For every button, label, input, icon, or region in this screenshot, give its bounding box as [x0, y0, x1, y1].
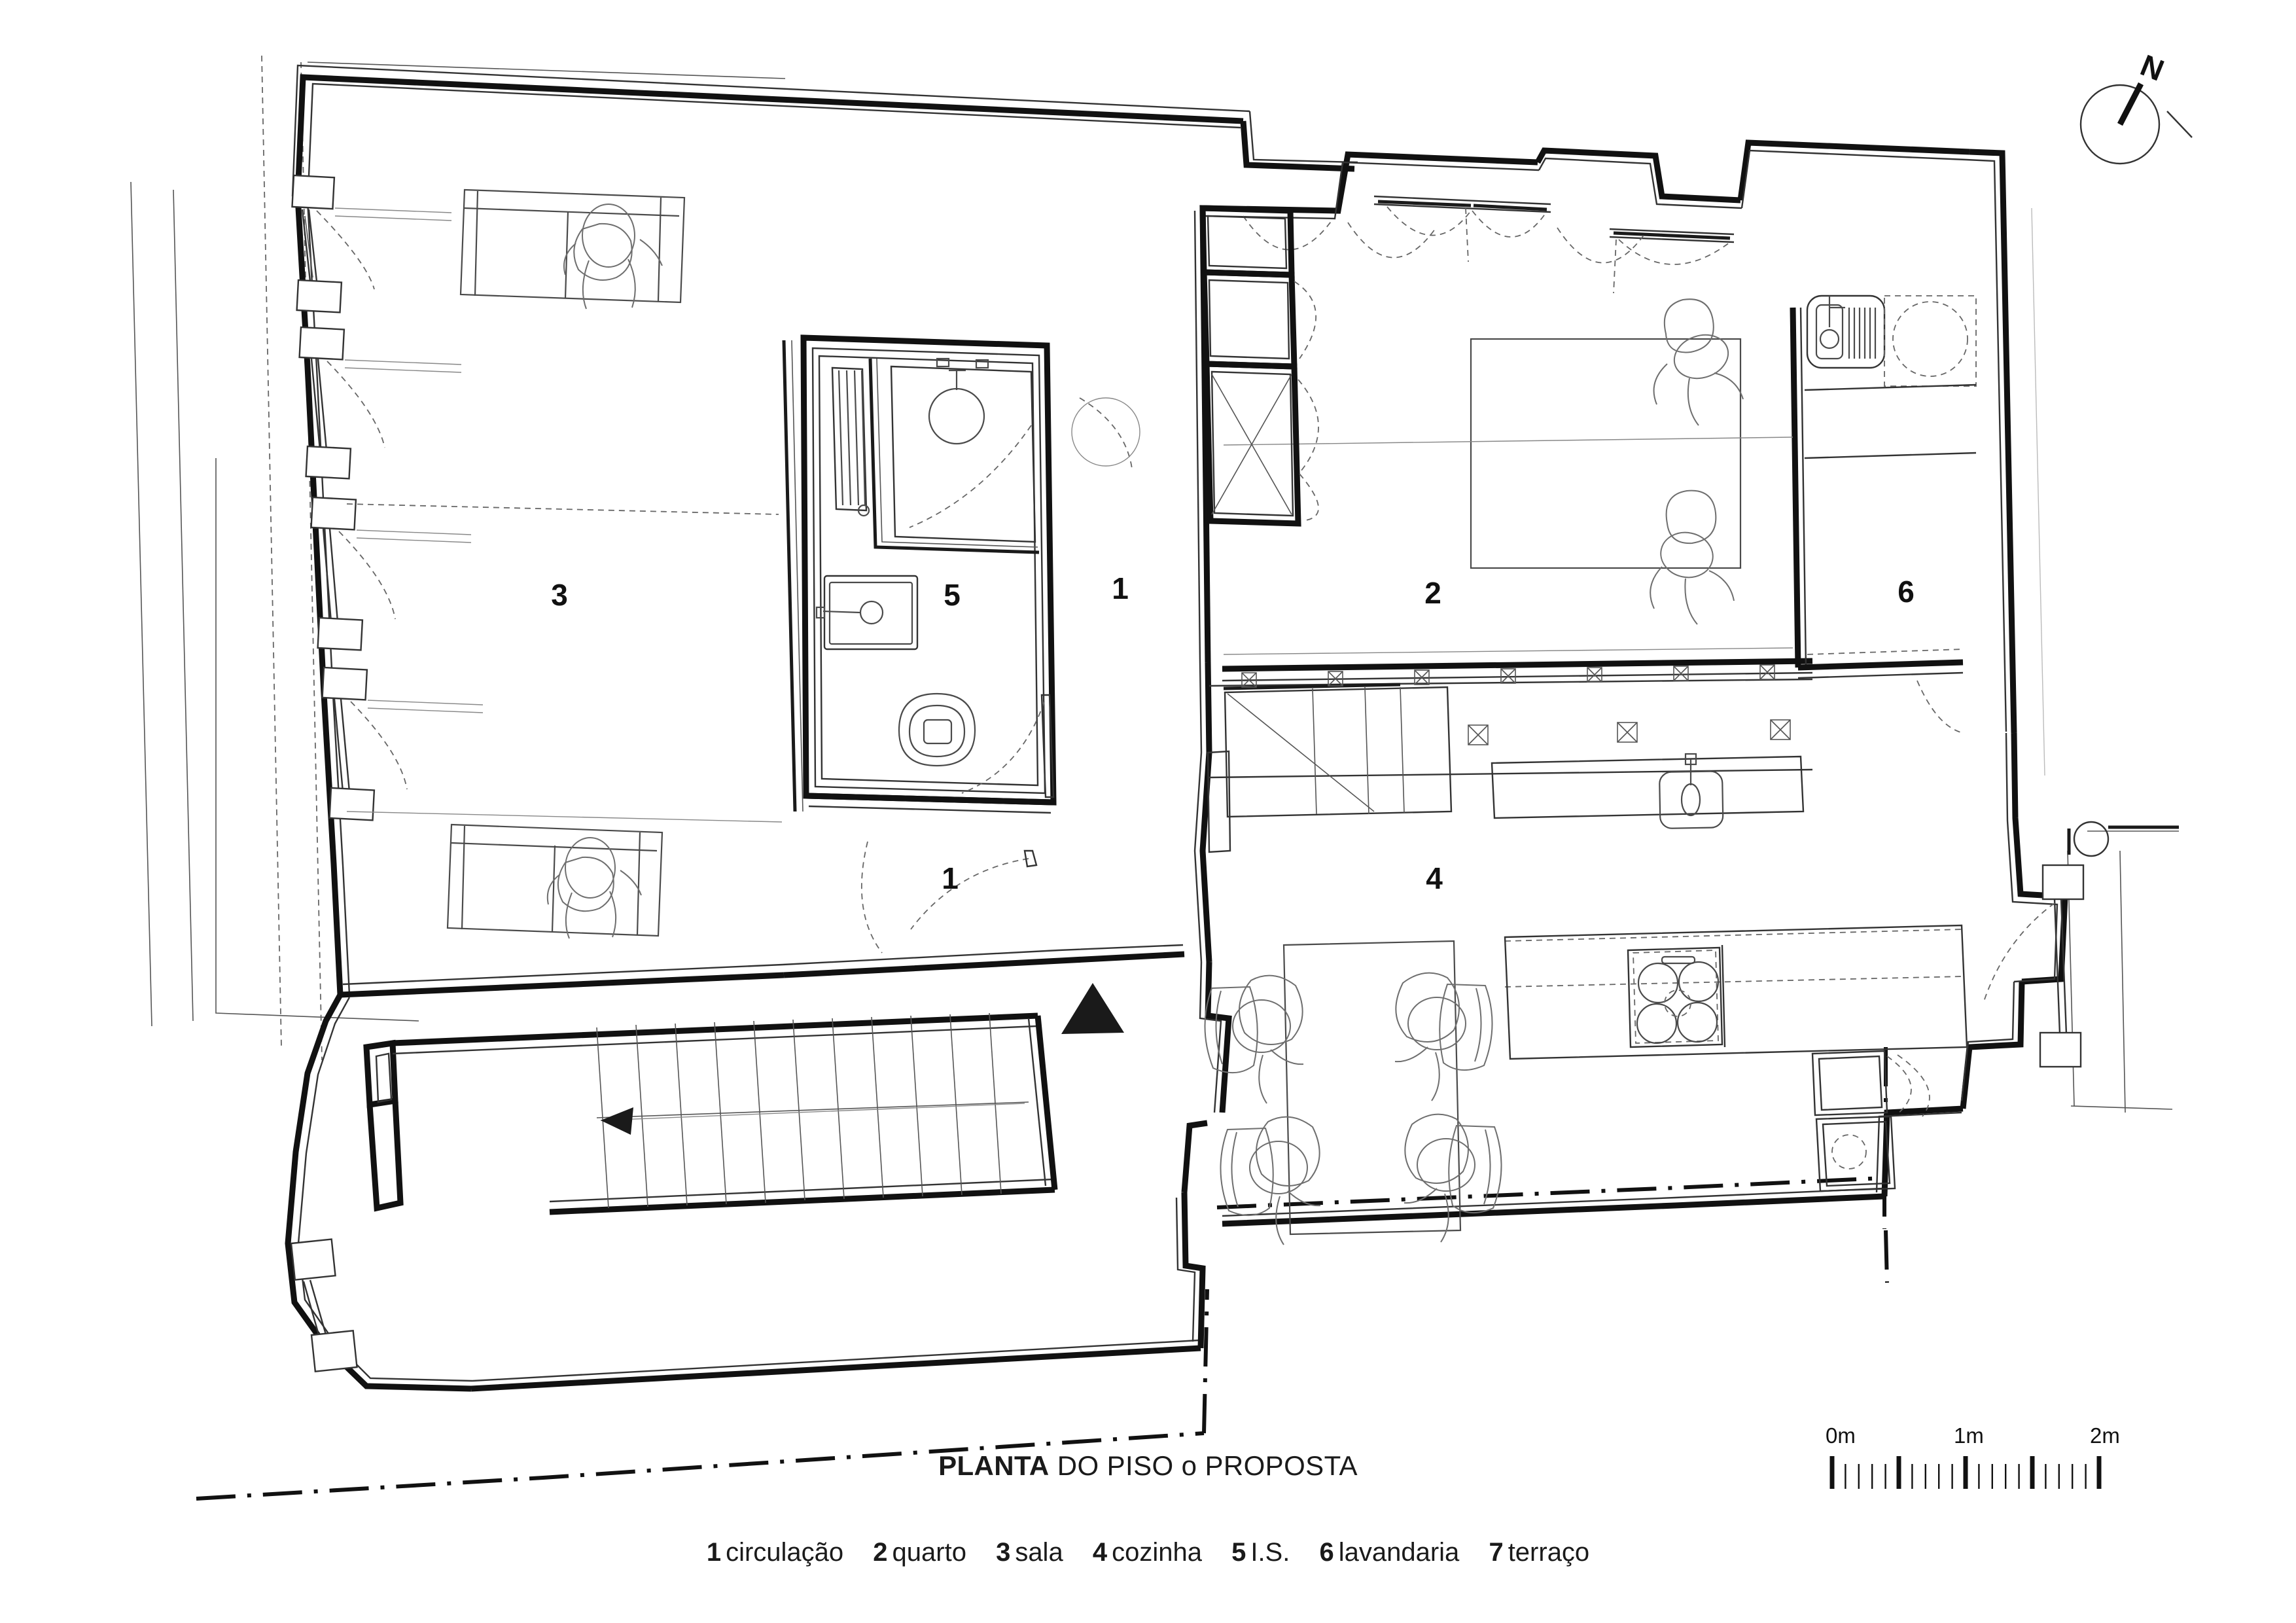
- legend-label-4: cozinha: [1112, 1538, 1202, 1567]
- dining-chair-figure-4: [1404, 1113, 1502, 1243]
- dining-chair-figure-2: [1220, 1116, 1321, 1245]
- window-reveal-4: [321, 666, 484, 821]
- counter-cabinet-x: [1468, 719, 1791, 745]
- window-reveal-1: [291, 174, 452, 313]
- room-number-labels: 3 5 1 2 6 1 4: [551, 571, 1915, 895]
- legend-label-5: I.S.: [1250, 1538, 1290, 1567]
- cooktop-counter: [1504, 924, 1968, 1060]
- room-number-2: 2: [1424, 576, 1441, 610]
- title-rest-part: DO PISO o PROPOSTA: [1049, 1450, 1358, 1481]
- sala-furniture: [346, 188, 783, 939]
- building-outer-walls: [285, 64, 2068, 1392]
- scale-label-1m: 1m: [1954, 1423, 1984, 1448]
- room-number-6: 6: [1898, 575, 1915, 609]
- legend-label-7: terraço: [1508, 1538, 1590, 1567]
- title-bold-part: PLANTA: [938, 1450, 1050, 1481]
- entrance-triangle-marker: [1061, 983, 1124, 1034]
- dining-chair-figure-3: [1394, 972, 1493, 1101]
- window-quarto-1: [1373, 195, 1551, 262]
- top-wall-windows: [1243, 195, 1735, 294]
- room-number-3: 3: [551, 578, 568, 612]
- kitchen-sink: [1491, 753, 1805, 829]
- figure-quarto-upper: [1653, 298, 1744, 426]
- stair-direction-arrow: [600, 1103, 1025, 1135]
- left-wall-windows: [290, 174, 484, 1373]
- legend-number-7: 7: [1489, 1538, 1504, 1567]
- legend-number-2: 2: [873, 1538, 888, 1567]
- quarto-furniture: [1199, 205, 1793, 655]
- window-quarto-2: [1609, 228, 1735, 294]
- legend-label-2: quarto: [892, 1538, 966, 1567]
- sofa-bottom: [446, 823, 663, 937]
- north-label: N: [2136, 48, 2168, 88]
- dining-table: [1282, 940, 1462, 1236]
- scale-label-0m: 0m: [1826, 1423, 1856, 1448]
- toilet: [898, 692, 976, 767]
- lavandaria-fixtures: [1804, 294, 1977, 734]
- scale-bar-ticks: [1829, 1456, 2102, 1489]
- scale-bar: 0m 1m 2m: [1826, 1423, 2166, 1495]
- room-number-4: 4: [1426, 861, 1443, 895]
- figure-sala-bottom: [546, 837, 642, 939]
- shower-tray: [890, 357, 1036, 543]
- dining-chair-figure-1: [1204, 974, 1304, 1104]
- legend-label-1: circulação: [726, 1538, 844, 1567]
- legend-number-3: 3: [996, 1538, 1011, 1567]
- legend-number-4: 4: [1092, 1538, 1108, 1567]
- north-arrow: N: [2079, 48, 2193, 165]
- property-boundary: [196, 1047, 1889, 1501]
- figure-quarto-lower: [1650, 490, 1735, 625]
- entrance-door-right: [1983, 821, 2179, 1068]
- window-reveal-2: [298, 326, 462, 480]
- quarto-closet: [1199, 205, 1319, 527]
- scale-label-2m: 2m: [2090, 1423, 2120, 1448]
- legend-number-1: 1: [706, 1538, 722, 1567]
- kitchen-low-cabinets: [1811, 1050, 1930, 1192]
- radiator: [831, 366, 870, 517]
- interior-partitions: [340, 207, 1964, 1215]
- room-number-5: 5: [944, 578, 961, 612]
- kitchen-counter-island: [1204, 664, 1968, 1245]
- door-swings: [860, 397, 2179, 1068]
- legend-number-6: 6: [1319, 1538, 1334, 1567]
- washbasin: [815, 575, 919, 651]
- figure-sala-top: [563, 204, 663, 310]
- terrace-window: [290, 1238, 358, 1373]
- room-number-1b: 1: [942, 861, 959, 895]
- drawing-title: PLANTA DO PISO o PROPOSTA: [0, 1450, 2296, 1482]
- laundry-sink: [1806, 294, 1886, 369]
- staircase: [596, 1012, 1029, 1209]
- legend-label-6: lavandaria: [1338, 1538, 1460, 1567]
- pantry-block: [1224, 686, 1453, 818]
- room-number-1a: 1: [1112, 571, 1129, 605]
- legend-number-5: 5: [1231, 1538, 1246, 1567]
- washing-machine: [1884, 295, 1977, 387]
- window-reveal-3: [310, 496, 472, 651]
- is-fixtures: [815, 357, 1055, 798]
- legend-label-3: sala: [1015, 1538, 1063, 1567]
